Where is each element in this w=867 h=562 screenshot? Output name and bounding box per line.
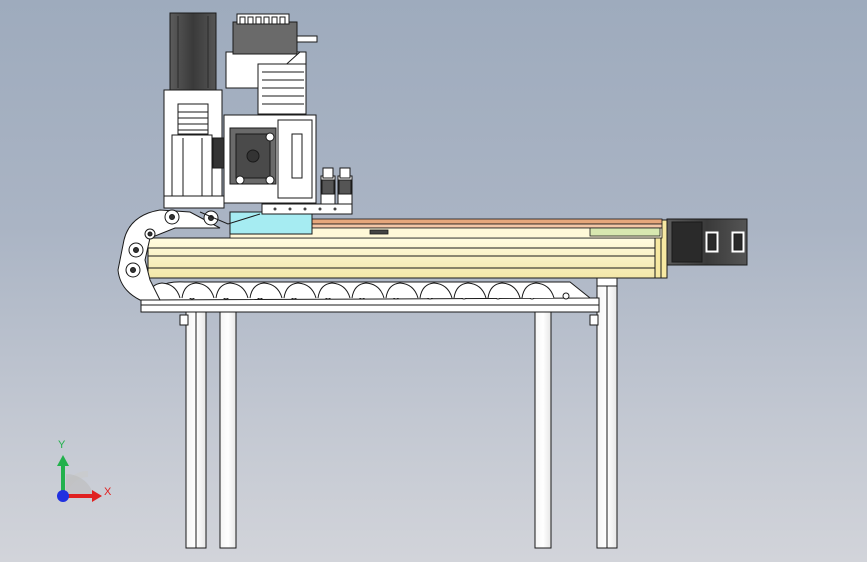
cable-chain-curve (117, 209, 261, 301)
table-legs (179, 279, 618, 549)
sensors (320, 167, 353, 205)
x-axis-label: X (104, 486, 112, 498)
chain-link (181, 282, 215, 299)
z-axis-dot (57, 490, 69, 502)
chain-link (317, 282, 351, 299)
coordinate-triad: Y X (44, 436, 124, 516)
chain-pin (562, 292, 570, 300)
leg-2 (219, 311, 237, 549)
base-plate (140, 277, 618, 313)
chain-link (249, 282, 283, 299)
chain-link (385, 282, 419, 299)
leg-3 (534, 311, 552, 549)
chain-link (487, 282, 521, 299)
chain-link (419, 282, 453, 299)
chain-link (283, 282, 317, 299)
chain-link (215, 282, 249, 299)
chain-link (351, 282, 385, 299)
side-plate (223, 114, 317, 204)
linear-rail (147, 219, 668, 279)
y-axis-label: Y (58, 439, 66, 451)
z-motor (169, 12, 217, 91)
x-axis-head (92, 490, 102, 502)
chain-link (453, 282, 487, 299)
cable-chain-bottom (147, 281, 592, 301)
head-assembly (225, 13, 318, 115)
end-motor (666, 218, 748, 266)
z-column (163, 89, 228, 209)
carriage (229, 203, 353, 235)
chain-link (521, 282, 555, 299)
y-axis-head (57, 455, 69, 466)
triad-icon (57, 455, 102, 502)
